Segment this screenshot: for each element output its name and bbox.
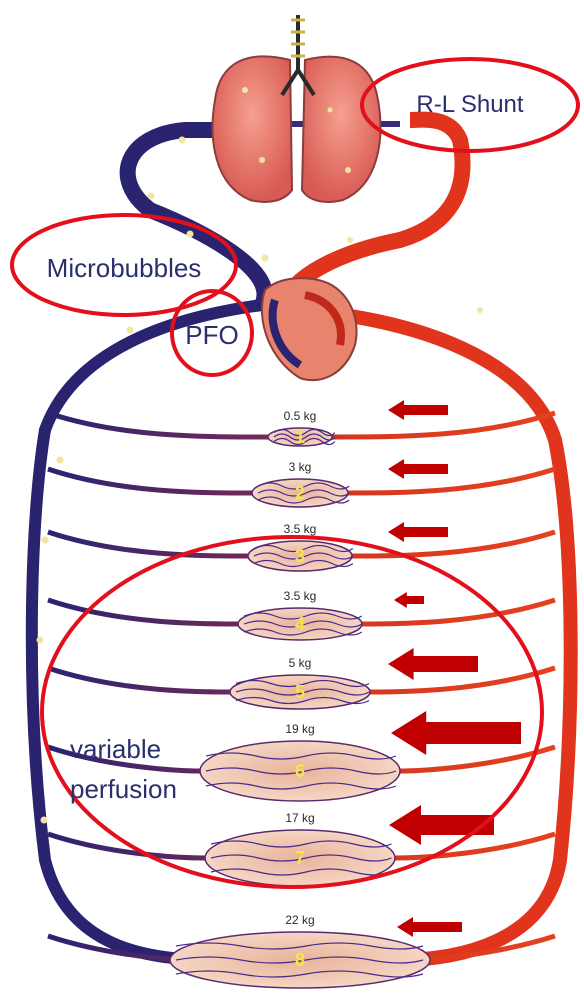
organ-number: 3	[295, 546, 305, 566]
heart	[262, 278, 357, 380]
perfusion-arrow	[391, 711, 521, 755]
perfusion-arrow	[394, 592, 424, 608]
perfusion-arrow	[388, 459, 448, 479]
lungs	[213, 15, 381, 202]
organ-branches: 0.5 kg 1 3 kg 2 3.5 kg 3 3.5 kg 4 5 kg 5 19 kg 6 17 …	[48, 409, 555, 988]
organ-mass-label: 5 kg	[289, 656, 312, 670]
organ-number: 7	[295, 848, 305, 868]
variable-perfusion-label-line2: perfusion	[70, 774, 177, 804]
organ-mass-label: 22 kg	[285, 913, 314, 927]
microbubbles-label: Microbubbles	[47, 253, 202, 283]
organ-mass-label: 19 kg	[285, 722, 314, 736]
organ-mass-label: 3.5 kg	[284, 589, 317, 603]
perfusion-arrow	[397, 917, 462, 937]
variable-perfusion-label-line1: variable	[70, 734, 161, 764]
organ-mass-label: 3.5 kg	[284, 522, 317, 536]
organ-mass-label: 0.5 kg	[284, 409, 317, 423]
organ-number: 6	[295, 761, 305, 781]
shunt-label: R-L Shunt	[416, 91, 524, 118]
organ-number: 8	[295, 950, 305, 970]
organ-mass-label: 3 kg	[289, 460, 312, 474]
perfusion-arrow	[388, 648, 478, 680]
perfusion-arrow	[389, 805, 494, 845]
perfusion-arrow	[388, 400, 448, 420]
pfo-label: PFO	[185, 320, 238, 350]
organ-number: 1	[295, 427, 305, 447]
perfusion-arrow	[388, 522, 448, 542]
organ-number: 4	[295, 614, 305, 634]
organ-number: 5	[295, 682, 305, 702]
organ-mass-label: 17 kg	[285, 811, 314, 825]
organ-number: 2	[295, 483, 305, 503]
